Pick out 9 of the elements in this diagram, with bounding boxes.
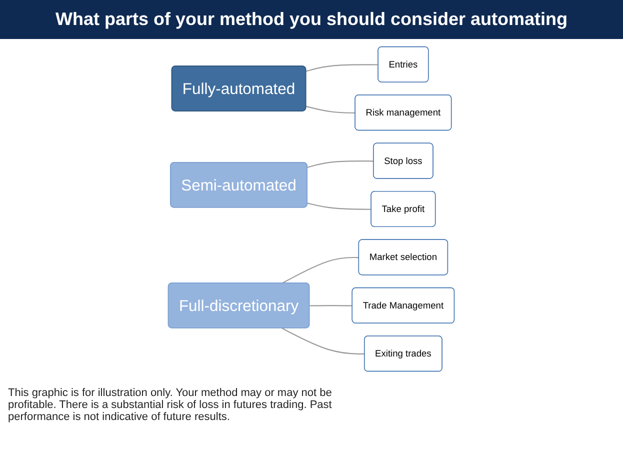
title-banner: What parts of your method you should consider automating [0,0,623,39]
connector [306,106,356,114]
disclaimer-text: This graphic is for illustration only. Your method may or may not be profitable. There is a substantial risk of loss in futures trading. Past performance is not indicative of future results. [8,387,333,423]
connector [308,202,372,210]
connector [282,328,365,354]
connector [306,64,379,72]
connector [310,304,353,306]
connector [282,256,360,284]
connector [308,160,374,168]
